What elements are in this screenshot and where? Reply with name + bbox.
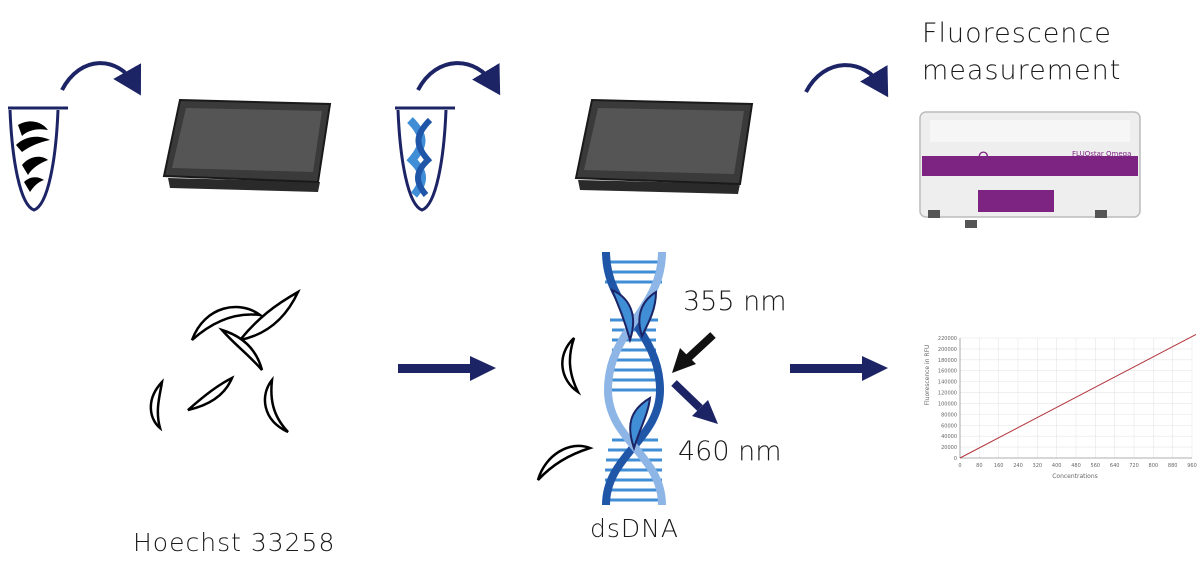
fluorescence-label-line2: measurement <box>922 55 1122 86</box>
x-tick-label: 640 <box>1110 463 1120 469</box>
chart-y-ticks: 0 20000 40000 60000 80000 100000 120000 140000 1… <box>938 336 957 462</box>
y-tick-label: 180000 <box>938 358 957 364</box>
y-tick-label: 60000 <box>941 423 957 429</box>
series-line <box>959 333 1197 459</box>
microplate-1 <box>162 98 332 192</box>
free-hoechst-1 <box>561 337 582 396</box>
hoechst-molecules <box>149 288 301 434</box>
plate-reader <box>919 111 1141 228</box>
y-tick-label: 160000 <box>938 369 957 375</box>
curved-arrow-3 <box>804 63 889 98</box>
excitation-wavelength: 355 nm <box>683 286 787 317</box>
x-tick-label: 400 <box>1052 463 1062 469</box>
y-tick-label: 140000 <box>938 380 957 386</box>
y-tick-label: 120000 <box>938 391 957 397</box>
x-tick-label: 960 <box>1187 463 1197 469</box>
x-tick-label: 480 <box>1071 463 1081 469</box>
x-tick-label: 320 <box>1033 463 1043 469</box>
microplate-2 <box>574 98 754 194</box>
free-hoechst-2 <box>536 444 594 481</box>
y-tick-label: 20000 <box>941 445 957 451</box>
arrow-right-2 <box>790 356 888 381</box>
x-tick-label: 240 <box>1013 463 1023 469</box>
dsdna-label: dsDNA <box>590 514 679 543</box>
x-tick-label: 800 <box>1149 463 1159 469</box>
curved-arrow-1 <box>60 61 142 96</box>
x-tick-label: 80 <box>976 463 982 469</box>
y-tick-label: 100000 <box>938 401 957 407</box>
chart-axes <box>959 338 1192 459</box>
y-tick-label: 200000 <box>938 347 957 353</box>
y-tick-label: 0 <box>954 456 957 462</box>
tube-hoechst <box>8 106 68 212</box>
chart-y-label: Fluorescence in RFU <box>924 345 931 406</box>
x-tick-label: 560 <box>1091 463 1101 469</box>
dna-helix <box>602 251 666 506</box>
emission-wavelength: 460 nm <box>678 436 782 467</box>
reader-model: FLUOstar Omega <box>1072 150 1132 158</box>
x-tick-label: 880 <box>1168 463 1178 469</box>
y-tick-label: 220000 <box>938 336 957 342</box>
tube-dna <box>395 106 455 212</box>
chart-x-ticks: 0 80 160 240 320 400 480 560 640 720 800 880 960 <box>958 463 1196 469</box>
excitation-arrow <box>672 332 716 373</box>
hoechst-label: Hoechst 33258 <box>133 528 336 557</box>
chart-grid <box>959 337 1193 459</box>
arrow-right-1 <box>398 356 496 381</box>
x-tick-label: 720 <box>1129 463 1139 469</box>
reader-logo: Ω <box>978 150 989 166</box>
y-tick-label: 40000 <box>941 434 957 440</box>
y-tick-label: 80000 <box>941 412 957 418</box>
x-tick-label: 160 <box>994 463 1004 469</box>
emission-arrow <box>671 380 718 424</box>
chart-series <box>959 333 1197 459</box>
chart-x-label: Concentrations <box>1052 473 1098 480</box>
x-tick-label: 0 <box>958 463 961 469</box>
curved-arrow-2 <box>416 61 501 96</box>
fluorescence-label-line1: Fluorescence <box>922 18 1112 49</box>
